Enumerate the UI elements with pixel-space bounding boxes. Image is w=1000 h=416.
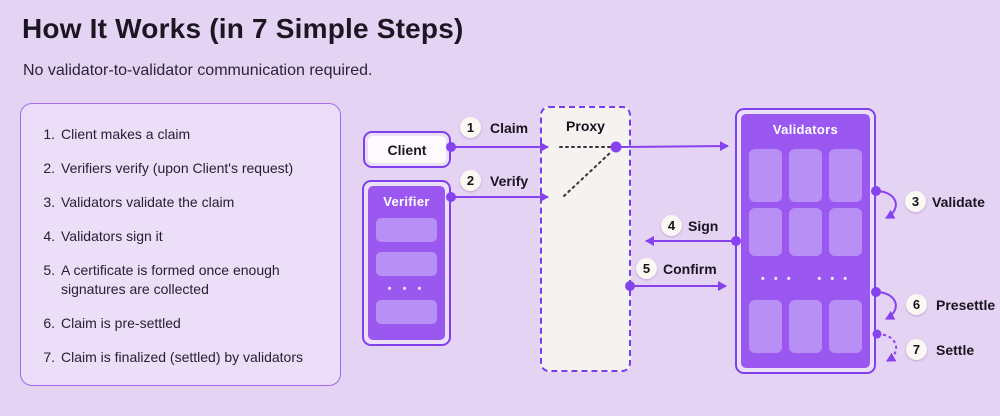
validator-tile [749,300,782,353]
validate-loop-arrow [875,190,897,219]
list-item: 4. Validators sign it [34,227,328,246]
step-number: 1. [43,126,55,142]
step-badge-1: 1 [460,117,481,138]
step-number: 2. [43,160,55,176]
step-number: 6. [43,315,55,331]
validator-tile [829,208,862,256]
step-text: A certificate is formed once enough sign… [61,262,280,297]
validator-tile [789,208,822,256]
step-text: Client makes a claim [61,126,191,142]
verifier-node: Verifier • • • [362,180,451,346]
list-item: 7. Claim is finalized (settled) by valid… [34,348,328,367]
validator-tile-row [749,149,862,202]
client-node: Client [363,131,451,168]
step-number: 4. [43,228,55,244]
step-number: 5. [43,262,55,278]
list-item: 6. Claim is pre-settled [34,314,328,333]
step-text: Verifiers verify (upon Client's request) [61,160,294,176]
list-item: 5. A certificate is formed once enough s… [34,261,328,299]
page-subtitle: No validator-to-validator communication … [23,62,373,79]
verifier-slot [376,300,437,324]
validators-node-label: Validators [772,122,839,137]
step-number: 3. [43,194,55,210]
list-item: 1. Client makes a claim [34,125,328,144]
validator-tile [829,300,862,353]
page-title: How It Works (in 7 Simple Steps) [22,13,464,44]
flow-label-claim: Claim [490,120,529,136]
proxy-node: Proxy [540,106,631,372]
flow-label-confirm: Confirm [663,261,717,277]
step-badge-7: 7 [906,339,927,360]
flow-label-presettle: Presettle [936,297,996,313]
presettle-loop-arrow [875,291,897,320]
verifier-node-label: Verifier [383,194,430,209]
flow-label-verify: Verify [490,173,529,189]
verifier-slot [376,218,437,242]
step-badge-5: 5 [636,258,657,279]
validator-tile [789,149,822,202]
validator-tile [789,300,822,353]
ellipsis-dots-row: • • • • • • [749,274,862,286]
validator-tile [749,149,782,202]
step-badge-4: 4 [661,215,682,236]
verifier-slot [376,252,437,276]
client-node-label: Client [368,136,446,163]
settle-loop-arrow [876,333,898,362]
validator-tile-row [749,300,862,353]
steps-list-panel: 1. Client makes a claim 2. Verifiers ver… [20,103,341,386]
validators-panel: Validators • • • • • • [741,114,870,368]
ellipsis-dots: • • • [387,283,426,295]
validator-tile [829,149,862,202]
flow-label-settle: Settle [936,342,975,358]
step-badge-6: 6 [906,294,927,315]
proxy-node-label: Proxy [566,118,605,134]
ellipsis-dots: • • • [817,273,851,285]
verifier-panel: Verifier • • • [368,186,445,340]
step-number: 7. [43,349,55,365]
flow-label-validate: Validate [932,194,985,210]
validator-tile-row [749,208,862,256]
step-badge-3: 3 [905,191,926,212]
step-text: Validators validate the claim [61,194,235,210]
step-text: Claim is pre-settled [61,315,181,331]
validator-tile [749,208,782,256]
list-item: 2. Verifiers verify (upon Client's reque… [34,159,328,178]
ellipsis-dots: • • • [760,273,794,285]
validators-node: Validators • • • • • • [735,108,876,374]
flow-label-sign: Sign [688,218,719,234]
step-text: Validators sign it [61,228,163,244]
proxy-to-validators-arrow [619,141,729,152]
step-text: Claim is finalized (settled) by validato… [61,349,303,365]
list-item: 3. Validators validate the claim [34,193,328,212]
step-badge-2: 2 [460,170,481,191]
